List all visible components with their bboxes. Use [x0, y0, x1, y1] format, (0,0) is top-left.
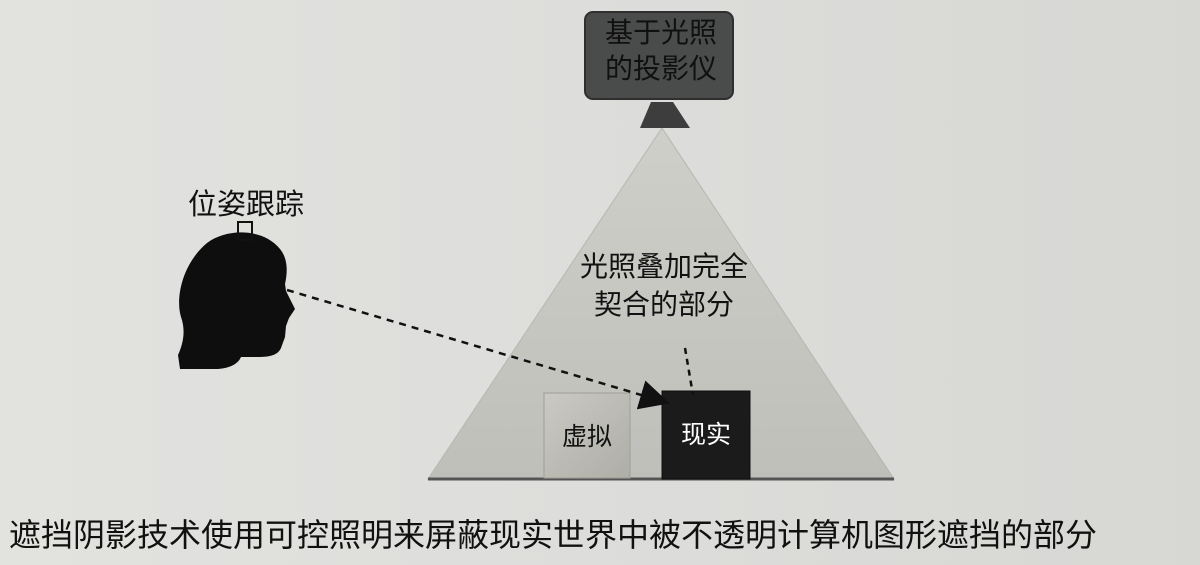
pose-tracking-label: 位姿跟踪	[188, 187, 305, 221]
figure-caption: 遮挡阴影技术使用可控照明来屏蔽现实世界中被不透明计算机图形遮挡的部分	[9, 516, 1098, 554]
projector-label: 基于光照 的投影仪	[604, 16, 717, 85]
real-box-label: 现实	[680, 420, 731, 449]
real-box	[661, 390, 751, 480]
overlap-region-label: 光照叠加完全 契合的部分	[580, 250, 749, 321]
virtual-box	[543, 392, 631, 479]
head-silhouette	[178, 221, 295, 369]
projector-box	[584, 11, 734, 100]
virtual-box-label: 虚拟	[561, 422, 612, 451]
projector-lens	[640, 102, 690, 128]
sightline-arrow	[286, 288, 670, 410]
overlap-pointer	[683, 347, 695, 396]
tracker-icon	[237, 221, 253, 241]
